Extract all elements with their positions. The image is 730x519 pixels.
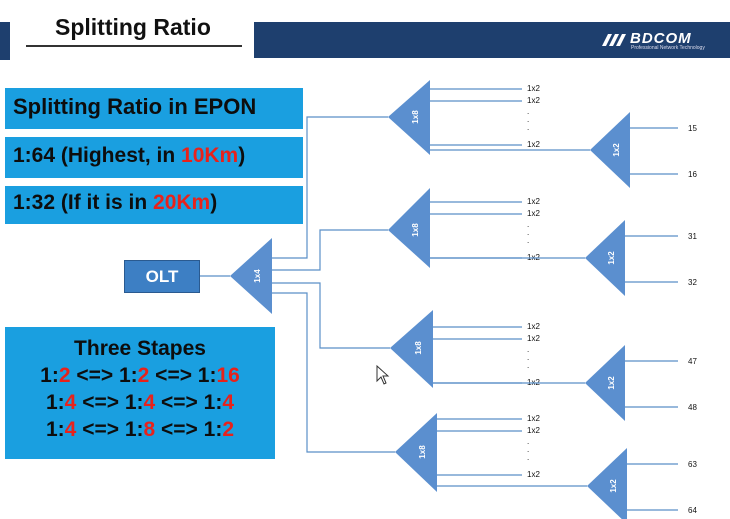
ratio-20km-line: 1:32 (If it is in 20Km) [5,186,303,224]
stapes-ratio-text: <=> 1: [149,364,217,387]
page-title: Splitting Ratio [55,14,211,40]
splitter-1x2-1-label: 1x2 [612,143,621,157]
port-label-3-b: 1x2 [527,334,540,343]
port-dot-3-3: . [527,361,529,370]
end-number-1-bottom: 16 [688,170,697,179]
port-dot-2-1: . [527,220,529,229]
header-band [254,22,730,58]
stapes-row-3: 1:4 <=> 1:8 <=> 1:2 [5,416,275,443]
port-dot-2-3: . [527,236,529,245]
stapes-ratio-text: <=> 1: [70,364,138,387]
port-dot-1-2: . [527,115,529,124]
port-dot-2-2: . [527,228,529,237]
stapes-ratio-text: <=> 1: [76,418,144,441]
branch-line-4 [272,292,395,453]
header-left-bar [0,22,10,60]
stapes-ratio-text: 1: [45,418,65,441]
splitter-1x2-4 [587,448,627,519]
stapes-ratio-text: 1: [45,391,65,414]
port-label-2-b: 1x2 [527,209,540,218]
splitter-1x8-4 [395,413,437,492]
branch-line-1 [272,116,388,259]
ratio-highest-close: ) [238,144,246,167]
port-label-2-a: 1x2 [527,197,540,206]
stapes-ratio-text: <=> 1: [155,391,223,414]
splitter-1x8-1 [388,80,430,155]
stapes-ratio-value: 2 [137,364,150,387]
port-dot-3-2: . [527,353,529,362]
stapes-ratio-value: 8 [143,418,156,441]
port-dot-1-3: . [527,123,529,132]
stapes-ratio-text: <=> 1: [155,418,223,441]
stapes-row-1: 1:2 <=> 1:2 <=> 1:16 [5,362,275,389]
end-number-4-top: 63 [688,460,697,469]
logo-mark-icon [602,34,626,46]
end-number-3-bottom: 48 [688,403,697,412]
stapes-ratio-text: <=> 1: [76,391,144,414]
port-dot-3-1: . [527,345,529,354]
splitter-1x2-1 [590,112,630,188]
splitter-1x2-3 [585,345,625,421]
stapes-ratio-value: 4 [222,391,235,414]
port-label-1-b: 1x2 [527,96,540,105]
ratio-20km-close: ) [210,191,218,214]
port-label-1-a: 1x2 [527,84,540,93]
splitter-1x2-3-label: 1x2 [607,376,616,390]
splitter-1x8-3-label: 1x8 [414,341,423,355]
splitter-1x8-1-label: 1x8 [411,110,420,124]
stapes-row-2: 1:4 <=> 1:4 <=> 1:4 [5,389,275,416]
splitter-1x2-2 [585,220,625,296]
three-stapes-title: Three Stapes [74,337,206,360]
end-number-1-top: 15 [688,124,697,133]
title-underline [26,45,242,47]
epon-ratio-heading: Splitting Ratio in EPON [5,88,303,129]
splitter-1x8-2-label: 1x8 [411,223,420,237]
logo-text: BDCOM [630,30,692,47]
stapes-ratio-value: 4 [143,391,156,414]
end-number-2-bottom: 32 [688,278,697,287]
ratio-20km-text: 1:32 (If it is in [13,191,154,214]
cursor-icon [376,364,390,385]
stapes-ratio-value: 2 [58,364,71,387]
stapes-ratio-value: 4 [64,391,77,414]
ratio-highest-line: 1:64 (Highest, in 10Km) [5,137,303,178]
port-label-4-c: 1x2 [527,470,540,479]
stapes-ratio-value: 2 [222,418,235,441]
stapes-ratio-value: 16 [216,364,240,387]
port-label-4-b: 1x2 [527,426,540,435]
splitter-1x4-label: 1x4 [253,269,262,283]
stapes-ratio-text: 1: [40,364,59,387]
port-dot-1-1: . [527,107,529,116]
end-number-3-top: 47 [688,357,697,366]
splitter-1x8-3 [390,310,433,388]
splitter-1x8-2 [388,188,430,268]
branch-line-3 [272,282,390,349]
splitter-1x2-2-label: 1x2 [607,251,616,265]
ratio-20km-distance: 20Km [153,191,211,214]
splitter-1x8-4-label: 1x8 [418,445,427,459]
port-dot-4-1: . [527,437,529,446]
port-label-3-a: 1x2 [527,322,540,331]
end-number-4-bottom: 64 [688,506,697,515]
splitter-1x2-4-label: 1x2 [609,479,618,493]
ratio-highest-distance: 10Km [181,144,239,167]
port-dot-4-3: . [527,453,529,462]
olt-box: OLT [124,260,200,293]
port-label-4-a: 1x2 [527,414,540,423]
port-label-1-c: 1x2 [527,140,540,149]
stapes-ratio-value: 4 [64,418,77,441]
port-dot-4-2: . [527,445,529,454]
branch-line-2 [272,229,388,271]
logo-subtitle: Professional Network Technology [631,45,705,51]
ratio-highest-text: 1:64 (Highest, in [13,144,182,167]
splitter-1x4 [230,238,272,314]
end-number-2-top: 31 [688,232,697,241]
